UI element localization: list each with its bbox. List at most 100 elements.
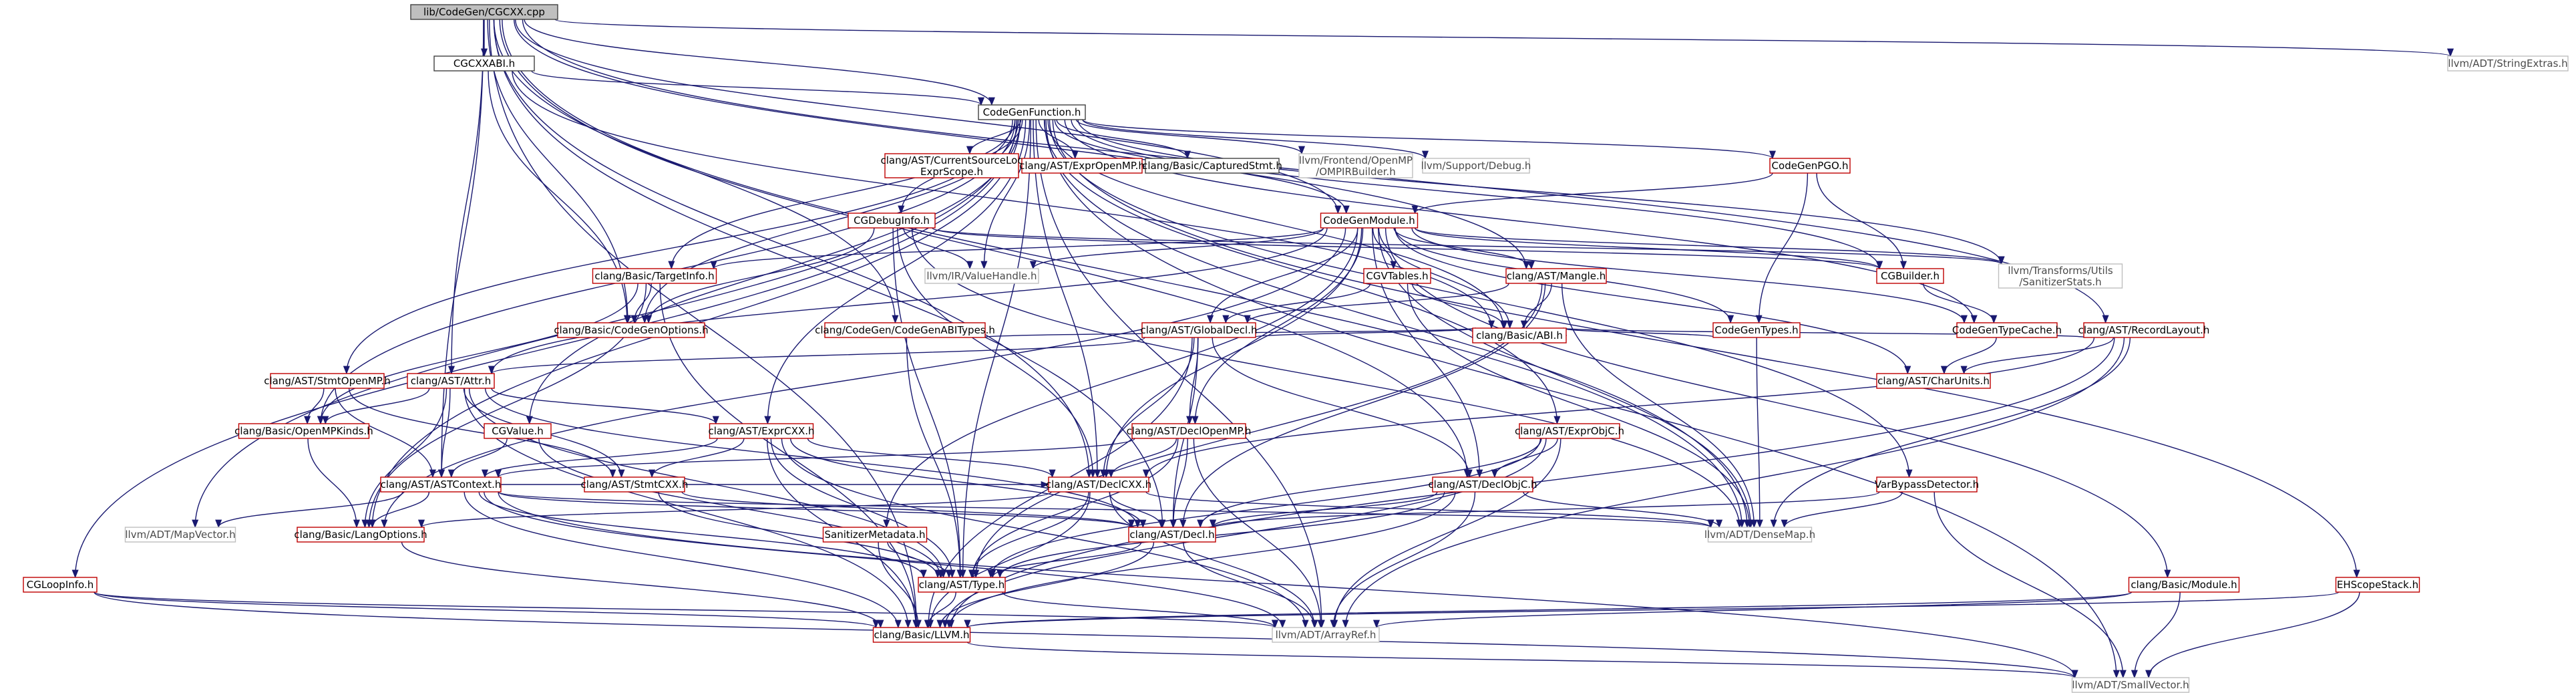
node-label: CGVTables.h bbox=[1366, 270, 1428, 282]
node-targetinfo[interactable]: clang/Basic/TargetInfo.h bbox=[592, 268, 717, 284]
node-type[interactable]: clang/AST/Type.h bbox=[918, 577, 1006, 593]
node-ompirb[interactable]: llvm/Frontend/OpenMP/OMPIRBuilder.h bbox=[1298, 153, 1413, 178]
node-box bbox=[1876, 476, 1978, 493]
node-strextras[interactable]: llvm/ADT/StringExtras.h bbox=[2447, 55, 2569, 72]
node-label: clang/AST/CharUnits.h bbox=[1877, 375, 1990, 387]
node-mangle[interactable]: clang/AST/Mangle.h bbox=[1505, 268, 1607, 284]
edge-stmtcxx-to-decl bbox=[681, 491, 1135, 529]
node-label: clang/AST/Decl.h bbox=[1129, 529, 1214, 541]
node-box bbox=[1519, 423, 1620, 439]
edge-root-to-astcontext bbox=[437, 19, 484, 478]
node-abitypes[interactable]: clang/CodeGen/CodeGenABITypes.h bbox=[815, 322, 995, 338]
node-astcontext[interactable]: clang/AST/ASTContext.h bbox=[380, 476, 502, 493]
edge-declopenmp-to-decl bbox=[1169, 438, 1188, 529]
node-mapvector[interactable]: llvm/ADT/MapVector.h bbox=[124, 527, 236, 543]
node-stmtopenmp[interactable]: clang/AST/StmtOpenMP.h bbox=[264, 373, 391, 389]
node-cgbuilder[interactable]: CGBuilder.h bbox=[1876, 268, 1944, 284]
edge-cgtypes-to-densemap bbox=[1756, 337, 1763, 529]
edge-cgmodule-to-cgvtables bbox=[1372, 227, 1397, 270]
node-sanstats[interactable]: llvm/Transforms/Utils/SanitizerStats.h bbox=[1998, 263, 2123, 289]
edge-exprcxx-to-arrayref bbox=[781, 438, 1309, 629]
node-label: CodeGenTypes.h bbox=[1714, 324, 1798, 336]
edge-cgvtables-to-densemap bbox=[1407, 283, 1753, 529]
edge-langopts-to-llvmh bbox=[401, 541, 884, 629]
node-cgcxxabi[interactable]: CGCXXABI.h bbox=[433, 55, 535, 72]
node-ehscope[interactable]: EHScopeStack.h bbox=[2335, 577, 2420, 593]
node-label: CodeGenTypeCache.h bbox=[1952, 324, 2062, 336]
edge-astcontext-to-mapvector bbox=[215, 491, 403, 529]
node-label: clang/Basic/TargetInfo.h bbox=[594, 270, 714, 282]
node-label: clang/CodeGen/CodeGenABITypes.h bbox=[815, 324, 995, 336]
edge-root-to-declcxx bbox=[493, 19, 1093, 478]
edge-astcontext-to-smallvec bbox=[498, 491, 2078, 679]
edge-cgfunc-to-exprobjc bbox=[1043, 119, 1561, 425]
node-attr[interactable]: clang/AST/Attr.h bbox=[407, 373, 495, 389]
node-declcxx[interactable]: clang/AST/DeclCXX.h bbox=[1046, 476, 1151, 493]
edge-cgmodule-to-attr bbox=[488, 227, 1328, 375]
edge-exprobjc-to-type bbox=[987, 438, 1541, 579]
node-openmpkinds[interactable]: clang/Basic/OpenMPKinds.h bbox=[234, 423, 373, 439]
node-box bbox=[918, 577, 1006, 593]
node-expropenmp[interactable]: clang/AST/ExprOpenMP.h bbox=[1019, 158, 1145, 174]
node-smallvec[interactable]: llvm/ADT/SmallVector.h bbox=[2071, 677, 2190, 693]
edge-cgdebug-to-declcxx bbox=[896, 227, 1097, 478]
edge-cgloop-to-smallvec bbox=[94, 591, 2078, 679]
node-box bbox=[1298, 153, 1413, 178]
node-label: EHScopeStack.h bbox=[2337, 579, 2418, 591]
node-cgtypecache[interactable]: CodeGenTypeCache.h bbox=[1952, 322, 2062, 338]
node-label: CodeGenFunction.h bbox=[983, 106, 1081, 118]
edge-cgdebug-to-codegenopts bbox=[645, 227, 875, 324]
node-capstmt[interactable]: clang/Basic/CapturedStmt.h bbox=[1142, 158, 1282, 174]
edge-astcontext-to-decl bbox=[498, 491, 1135, 529]
edge-cgvalue-to-type bbox=[538, 438, 944, 579]
node-valuehandle[interactable]: llvm/IR/ValueHandle.h bbox=[924, 268, 1039, 284]
edge-cgmodule-to-declobjc bbox=[1372, 227, 1483, 478]
node-llvmh[interactable]: clang/Basic/LLVM.h bbox=[872, 627, 971, 643]
node-cgmodule[interactable]: CodeGenModule.h bbox=[1320, 213, 1419, 229]
node-box bbox=[884, 153, 1019, 178]
edge-attr-to-openmpkinds bbox=[322, 388, 430, 425]
edge-openmpkinds-to-langopts bbox=[307, 438, 360, 529]
node-charunits[interactable]: clang/AST/CharUnits.h bbox=[1876, 373, 1991, 389]
node-basicmodule[interactable]: clang/Basic/Module.h bbox=[2128, 577, 2240, 593]
node-exprobjc[interactable]: clang/AST/ExprObjC.h bbox=[1515, 423, 1624, 439]
node-cgpgo[interactable]: CodeGenPGO.h bbox=[1769, 158, 1851, 174]
node-declobjc[interactable]: clang/AST/DeclObjC.h bbox=[1428, 476, 1537, 493]
node-stmtcxx[interactable]: clang/AST/StmtCXX.h bbox=[581, 476, 689, 493]
node-cgdebug[interactable]: CGDebugInfo.h bbox=[848, 213, 936, 229]
edge-root-to-mangle bbox=[513, 19, 1530, 270]
node-label: SanitizerMetadata.h bbox=[824, 529, 925, 541]
node-decl[interactable]: clang/AST/Decl.h bbox=[1128, 527, 1216, 543]
node-vbd[interactable]: VarBypassDetector.h bbox=[1875, 476, 1979, 493]
node-label: CGDebugInfo.h bbox=[854, 215, 930, 227]
node-box bbox=[1128, 527, 1216, 543]
node-langopts[interactable]: clang/Basic/LangOptions.h bbox=[294, 527, 427, 543]
node-cgvtables[interactable]: CGVTables.h bbox=[1363, 268, 1431, 284]
node-recordlayout[interactable]: clang/AST/RecordLayout.h bbox=[2078, 322, 2210, 338]
node-cgfunc[interactable]: CodeGenFunction.h bbox=[978, 104, 1086, 120]
node-codegenopts[interactable]: clang/Basic/CodeGenOptions.h bbox=[554, 322, 709, 338]
edge-exprcxx-to-declcxx bbox=[807, 438, 1056, 478]
edge-recordlayout-to-declcxx bbox=[1143, 337, 2095, 478]
node-exprcxx[interactable]: clang/AST/ExprCXX.h bbox=[708, 423, 815, 439]
node-label: llvm/Transforms/Utils/SanitizerStats.h bbox=[2008, 265, 2113, 288]
edge-cgfunc-to-type bbox=[959, 119, 1032, 579]
edge-declcxx-to-decl bbox=[1109, 491, 1165, 529]
edge-cgfunc-to-expropenmp bbox=[1038, 119, 1079, 160]
node-cgloop[interactable]: CGLoopInfo.h bbox=[23, 577, 98, 593]
node-label: llvm/Frontend/OpenMP/OMPIRBuilder.h bbox=[1299, 154, 1413, 178]
node-densemap[interactable]: llvm/ADT/DenseMap.h bbox=[1704, 527, 1815, 543]
node-cgtypes[interactable]: CodeGenTypes.h bbox=[1712, 322, 1801, 338]
node-sanmeta[interactable]: SanitizerMetadata.h bbox=[822, 527, 928, 543]
node-globaldecl[interactable]: clang/AST/GlobalDecl.h bbox=[1140, 322, 1258, 338]
node-debug[interactable]: llvm/Support/Debug.h bbox=[1421, 158, 1531, 174]
node-arrayref[interactable]: llvm/ADT/ArrayRef.h bbox=[1272, 627, 1380, 643]
node-declopenmp[interactable]: clang/AST/DeclOpenMP.h bbox=[1127, 423, 1252, 439]
edge-declopenmp-to-type bbox=[969, 438, 1179, 579]
node-label: clang/AST/ASTContext.h bbox=[381, 478, 502, 491]
edge-cgfunc-to-codegenopts bbox=[641, 119, 1019, 324]
node-abi[interactable]: clang/Basic/ABI.h bbox=[1472, 327, 1567, 343]
node-box bbox=[1707, 527, 1813, 543]
node-cgvalue[interactable]: CGValue.h bbox=[484, 423, 552, 439]
